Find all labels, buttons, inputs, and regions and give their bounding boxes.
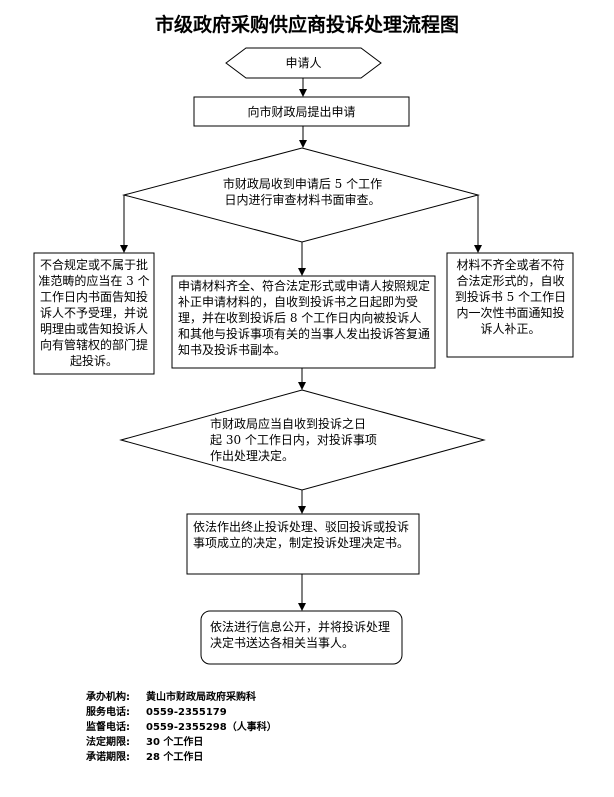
decision-shape [186,513,420,575]
footer-info: 承办机构: 黄山市财政局政府采购科 服务电话: 0559-2355179 监督电… [86,690,277,765]
service-value: 0559-2355179 [146,707,227,718]
publish-node: 依法进行信息公开，并将投诉处理决定书送达各相关当事人。 [210,620,391,650]
supervise-label: 监督电话: [86,722,130,733]
applicant-node: 申请人 [285,56,322,70]
reject-node: 不合规定或不属于批准范畴的应当在 3 个工作日内书面告知投诉人不予受理，并说明理… [38,258,150,368]
legal-value: 30 个工作日 [146,737,204,748]
org-label: 承办机构: [86,692,130,703]
org-value: 黄山市财政局政府采购科 [146,692,256,703]
footer-row-promise: 承诺期限: 28 个工作日 [86,750,277,765]
decide-line-2: 起 30 个工作日内，对投诉事项 [210,433,377,447]
submit-shape [193,96,410,127]
decide-line-1: 市财政局应当自收到投诉之日 [210,417,367,431]
footer-row-service: 服务电话: 0559-2355179 [86,705,277,720]
incomplete-node: 材料不齐全或者不符合法定形式的，自收到投诉书 5 个工作日内一次性书面通知投诉人… [454,258,567,336]
legal-label: 法定期限: [86,737,130,748]
applicant-shape [225,47,382,79]
review-line-1: 市财政局收到申请后 5 个工作 [222,177,383,191]
promise-value: 28 个工作日 [146,752,204,763]
reject-shape [33,252,155,375]
decision-node: 依法作出终止投诉处理、驳回投诉或投诉事项成立的决定，制定投诉处理决定书。 [193,520,410,550]
review-line-2: 日内进行审查材料书面审查。 [224,193,381,207]
submit-node: 向市财政局提出申请 [247,105,356,119]
publish-shape [200,610,403,665]
footer-row-org: 承办机构: 黄山市财政局政府采购科 [86,690,277,705]
review-node: 市财政局收到申请后 5 个工作 日内进行审查材料书面审查。 [190,176,415,208]
decide-node: 市财政局应当自收到投诉之日 起 30 个工作日内，对投诉事项 作出处理决定。 [210,416,400,464]
page-title: 市级政府采购供应商投诉处理流程图 [154,14,459,36]
promise-label: 承诺期限: [86,752,130,763]
accept-node: 申请材料齐全、符合法定形式或申请人按照规定补正申请材料的，自收到投诉书之日起即为… [178,279,431,357]
decide-line-3: 作出处理决定。 [210,449,295,463]
accept-shape [171,275,436,369]
service-label: 服务电话: [86,707,130,718]
supervise-value: 0559-2355298（人事科） [146,722,277,733]
footer-row-legal: 法定期限: 30 个工作日 [86,735,277,750]
incomplete-shape [446,252,574,358]
footer-row-supervise: 监督电话: 0559-2355298（人事科） [86,720,277,735]
